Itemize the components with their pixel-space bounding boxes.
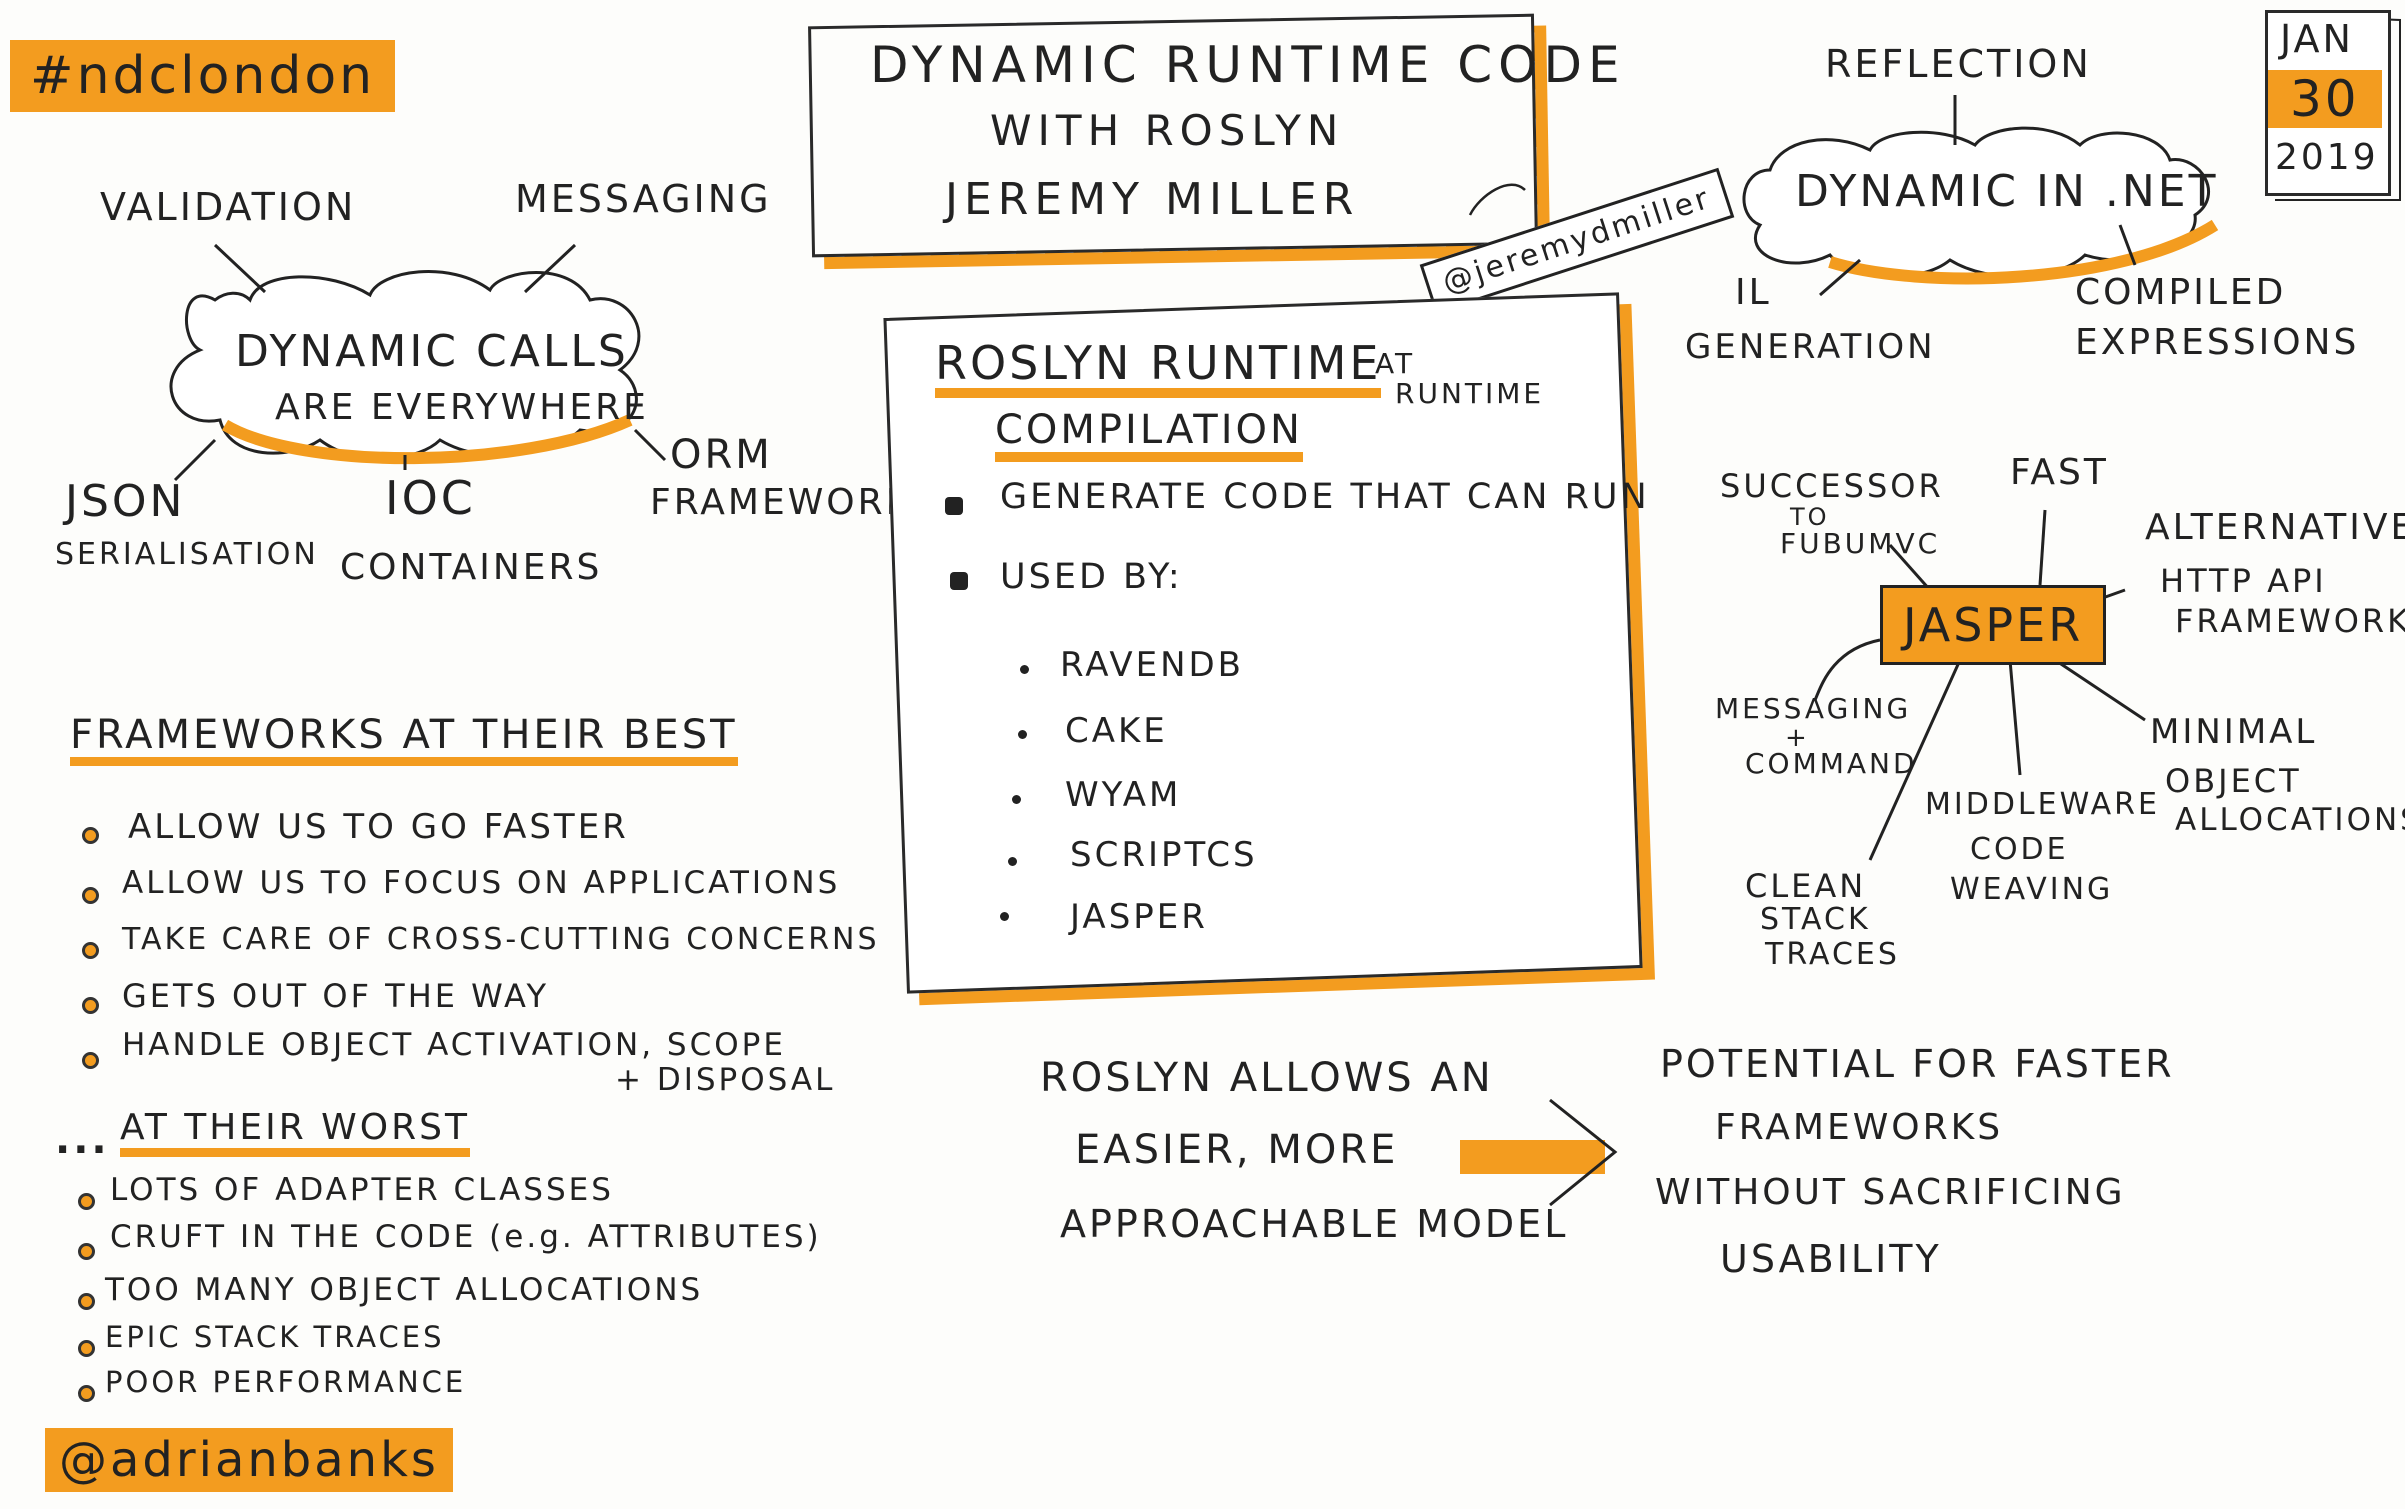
bullet-icon (78, 1243, 95, 1260)
used-by-item: RAVENDB (1060, 645, 1245, 685)
jasper-branch-successor: FUBUMVC (1780, 527, 1941, 560)
branch-ioc: IOC (385, 471, 476, 525)
best-item: ALLOW US TO FOCUS ON APPLICATIONS (122, 865, 841, 901)
at-runtime-1: AT (1375, 347, 1416, 380)
used-by-item: CAKE (1065, 711, 1168, 751)
conclusion-right-3: WITHOUT SACRIFICING (1655, 1172, 2126, 1213)
best-item: TAKE CARE OF CROSS-CUTTING CONCERNS (122, 922, 880, 957)
frameworks-worst-heading: AT THEIR WORST (120, 1110, 470, 1157)
jasper-branch-messaging: + (1785, 723, 1810, 753)
bullet-icon (82, 1052, 99, 1069)
branch-serialisation: SERIALISATION (55, 537, 319, 572)
bullet-icon (78, 1385, 95, 1402)
branch-json: JSON (65, 476, 186, 527)
worst-prefix: ... (55, 1117, 110, 1163)
roslyn-heading-1: ROSLYN RUNTIME (935, 340, 1382, 398)
jasper-center: JASPER (1880, 585, 2107, 665)
bullet-icon (1000, 912, 1009, 921)
worst-item: CRUFT IN THE CODE (e.g. ATTRIBUTES) (110, 1219, 822, 1255)
branch-validation: VALIDATION (100, 185, 357, 229)
bullet-icon (82, 997, 99, 1014)
conclusion-left-1: ROSLYN ALLOWS AN (1040, 1055, 1494, 1101)
jasper-branch-clean: STACK (1760, 902, 1871, 937)
dynamic-net-center: DYNAMIC IN .NET (1795, 166, 2219, 217)
date-year: 2019 (2275, 137, 2379, 178)
bullet-icon (1018, 730, 1027, 739)
jasper-branch-minimal: ALLOCATIONS (2175, 802, 2405, 838)
jasper-branch-alternative: FRAMEWORK (2175, 602, 2405, 640)
roslyn-bullet-2: USED BY: (1000, 557, 1183, 597)
worst-item: EPIC STACK TRACES (105, 1320, 445, 1354)
hashtag-label: #ndclondon (10, 40, 396, 112)
bullet-icon (82, 827, 99, 844)
jasper-branch-minimal: OBJECT (2165, 762, 2302, 800)
at-runtime-2: RUNTIME (1395, 377, 1545, 410)
used-by-item: WYAM (1065, 775, 1182, 815)
jasper-branch-middleware: CODE (1970, 832, 2069, 867)
jasper-branch-minimal: MINIMAL (2150, 712, 2318, 752)
bullet-icon (82, 942, 99, 959)
jasper-branch-clean: CLEAN (1745, 867, 1867, 905)
bullet-icon (945, 497, 963, 515)
used-by-item: JASPER (1070, 897, 1208, 937)
frameworks-best-heading: FRAMEWORKS AT THEIR BEST (70, 715, 738, 766)
jasper-branch-middleware: WEAVING (1950, 872, 2114, 907)
bullet-icon (950, 572, 968, 590)
jasper-branch-alternative: ALTERNATIVE (2145, 507, 2405, 548)
branch-orm: ORM (670, 432, 773, 478)
dynamic-net-reflection: REFLECTION (1825, 42, 2092, 86)
speaker-name: JEREMY MILLER (945, 174, 1360, 225)
branch-containers: CONTAINERS (340, 547, 603, 588)
jasper-branch-successor: TO (1790, 503, 1830, 531)
conclusion-left-2: EASIER, MORE (1075, 1127, 1399, 1173)
dynamic-calls-line1: DYNAMIC CALLS (235, 326, 629, 377)
bullet-icon (78, 1293, 95, 1310)
branch-messaging: MESSAGING (515, 177, 772, 221)
jasper-branch-clean: TRACES (1765, 937, 1900, 972)
jasper-branch-fast: FAST (2010, 452, 2109, 493)
best-item: HANDLE OBJECT ACTIVATION, SCOPE (122, 1027, 786, 1063)
dynamic-net-expressions: EXPRESSIONS (2075, 322, 2360, 363)
best-item-continuation: + DISPOSAL (615, 1062, 836, 1098)
jasper-branch-alternative: HTTP API (2160, 562, 2327, 600)
talk-title-line2: WITH ROSLYN (990, 106, 1345, 155)
date-month: JAN (2280, 17, 2354, 61)
bullet-icon (82, 887, 99, 904)
used-by-item: SCRIPTCS (1070, 835, 1258, 875)
jasper-branch-successor: SUCCESSOR (1720, 467, 1944, 505)
worst-item: LOTS OF ADAPTER CLASSES (110, 1172, 614, 1208)
bullet-icon (1012, 795, 1021, 804)
best-item: GETS OUT OF THE WAY (122, 977, 549, 1015)
dynamic-calls-line2: ARE EVERYWHERE (275, 387, 649, 428)
dynamic-net-il: IL (1735, 272, 1772, 313)
talk-title-line1: DYNAMIC RUNTIME CODE (870, 36, 1626, 94)
conclusion-right-2: FRAMEWORKS (1715, 1107, 2004, 1148)
branch-frameworks: FRAMEWORKS (650, 482, 939, 523)
bullet-icon (78, 1193, 95, 1210)
bullet-icon (1008, 857, 1017, 866)
worst-item: TOO MANY OBJECT ALLOCATIONS (105, 1272, 704, 1308)
date-day: 30 (2268, 70, 2382, 128)
bullet-icon (78, 1340, 95, 1357)
roslyn-heading-2: COMPILATION (995, 410, 1303, 462)
conclusion-right-1: POTENTIAL FOR FASTER (1660, 1042, 2175, 1086)
author-handle: @adrianbanks (45, 1428, 453, 1492)
dynamic-net-cloud (1742, 126, 2210, 278)
best-item: ALLOW US TO GO FASTER (128, 807, 629, 847)
conclusion-left-3: APPROACHABLE MODEL (1060, 1202, 1569, 1246)
roslyn-bullet-1: GENERATE CODE THAT CAN RUN (1000, 477, 1650, 517)
bullet-icon (1020, 665, 1029, 674)
conclusion-right-4: USABILITY (1720, 1237, 1942, 1281)
jasper-branch-messaging: COMMAND (1745, 747, 1918, 780)
jasper-branch-middleware: MIDDLEWARE (1925, 787, 2160, 822)
jasper-branch-messaging: MESSAGING (1715, 692, 1912, 725)
dynamic-net-generation: GENERATION (1685, 327, 1936, 367)
dynamic-net-compiled: COMPILED (2075, 272, 2287, 313)
worst-item: POOR PERFORMANCE (105, 1365, 467, 1399)
